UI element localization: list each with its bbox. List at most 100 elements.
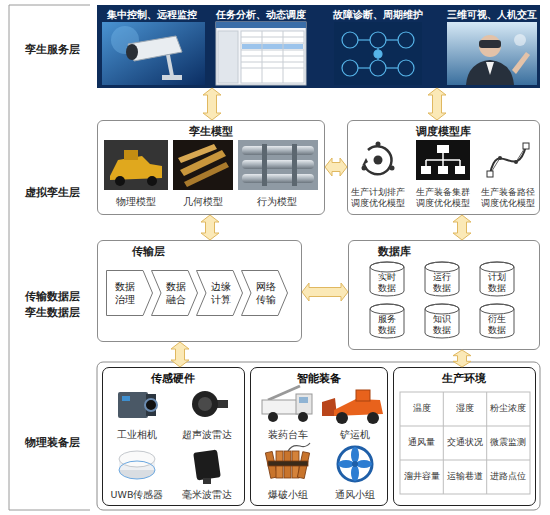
physical-model-image-part bbox=[124, 150, 138, 160]
scheduling-cycle-icon-part bbox=[364, 146, 391, 174]
node-title: 边缘计算 bbox=[210, 280, 232, 306]
diagnosis-dials bbox=[334, 22, 422, 85]
vr-operator-photo-part bbox=[486, 62, 494, 75]
process-chevron: 边缘计算 bbox=[196, 270, 243, 316]
layer-label: 孪生服务层 bbox=[12, 43, 92, 57]
diagnosis-dials-part bbox=[377, 48, 378, 50]
node-title: 数据库 bbox=[359, 245, 429, 259]
blasting-charges-image-part bbox=[268, 461, 308, 466]
node-title: 服务 数据 bbox=[377, 314, 397, 336]
layer-frame bbox=[9, 5, 90, 510]
node-title: 数据治理 bbox=[114, 280, 136, 306]
ventilation-fan-image-part bbox=[351, 465, 359, 481]
mmwave-radar-image-part bbox=[193, 449, 221, 480]
node-title: 传输层 bbox=[108, 245, 188, 259]
behavior-model-image-part bbox=[262, 144, 267, 186]
ventilation-fan-image-part bbox=[338, 447, 372, 481]
node-title: 调度模型库 bbox=[348, 125, 539, 139]
environment-table-grid-part bbox=[400, 426, 530, 427]
path-curve-icon-part bbox=[487, 171, 493, 177]
scheduling-cycle-icon-part bbox=[376, 142, 381, 147]
node-title: 传感硬件 bbox=[103, 372, 243, 386]
blasting-charges-image-part bbox=[297, 452, 309, 479]
dispatch-screenshot-part bbox=[241, 62, 304, 63]
blasting-charges-image-part bbox=[276, 451, 283, 478]
cylinder-body bbox=[425, 262, 459, 296]
table-cell: 进路点位 bbox=[487, 471, 530, 482]
layer-label: 物理装备层 bbox=[12, 436, 92, 450]
cluster-hierarchy-icon-part bbox=[442, 153, 444, 160]
layer-label: 孪生数据层 bbox=[12, 306, 92, 320]
data-cylinder: 衍生 数据 bbox=[479, 303, 515, 339]
dispatch-screenshot-part bbox=[241, 50, 304, 51]
ventilation-fan-image-part bbox=[351, 447, 359, 463]
charging-truck-image-part bbox=[262, 400, 298, 414]
loader-image-part bbox=[356, 390, 370, 401]
path-curve-icon-part bbox=[523, 143, 529, 149]
cluster-hierarchy-icon-part bbox=[421, 166, 431, 174]
chevron-outline bbox=[107, 271, 153, 316]
table-cell: 运输巷道 bbox=[443, 471, 486, 482]
data-cylinder: 服务 数据 bbox=[369, 303, 405, 339]
node-title: 衍生 数据 bbox=[487, 314, 507, 336]
layer-label: 传输数据层 bbox=[12, 290, 92, 304]
monitor-photo-part bbox=[162, 75, 182, 80]
diagnosis-dials-part bbox=[334, 22, 422, 85]
node-text: 三维可视、人机交互 bbox=[445, 8, 539, 21]
industrial-camera-image-part bbox=[122, 396, 130, 401]
charging-truck-image-part bbox=[296, 394, 312, 414]
diagnosis-dials-part bbox=[377, 58, 378, 60]
vr-operator-photo bbox=[447, 22, 537, 85]
table-cell: 粉尘浓度 bbox=[487, 403, 530, 414]
diagnosis-dials-part bbox=[342, 32, 358, 48]
diagnosis-dials-part bbox=[358, 39, 370, 40]
uwb-sensor-image-part bbox=[119, 451, 155, 467]
environment-group-box: 生产环境 bbox=[393, 367, 536, 506]
diagnosis-dials-part bbox=[370, 60, 386, 76]
industrial-camera-image-part bbox=[145, 399, 157, 411]
scheduling-cycle-icon-part bbox=[374, 156, 383, 165]
scheduling-cycle-icon-part bbox=[390, 166, 395, 171]
physical-model-image-part bbox=[115, 176, 125, 186]
database-box: 数据库实时 数据运行 数据计划 数据服务 数据知识 数据衍生 数据 bbox=[348, 240, 540, 350]
cluster-hierarchy-icon-part bbox=[459, 160, 461, 166]
item-caption: 装药台车 bbox=[256, 429, 320, 441]
node-title: 计划 数据 bbox=[487, 272, 507, 294]
cluster-hierarchy-icon bbox=[416, 140, 470, 180]
process-chevron: 数据融合 bbox=[151, 270, 198, 316]
scheduling-cycle-icon-part bbox=[362, 166, 367, 171]
diagnosis-dials-part bbox=[398, 60, 414, 76]
loader-image-part bbox=[334, 399, 383, 416]
item-caption: 毫米波雷达 bbox=[175, 489, 239, 501]
item-caption: 工业相机 bbox=[105, 429, 169, 441]
geometry-model-image-part bbox=[184, 162, 229, 187]
table-cell: 通风量 bbox=[400, 437, 443, 448]
vr-operator-photo-part bbox=[512, 52, 530, 74]
monitor-photo-part bbox=[128, 36, 182, 61]
diagnosis-dials-part bbox=[370, 32, 386, 48]
dispatch-screenshot-part bbox=[242, 44, 303, 49]
node-title: 生产环境 bbox=[394, 372, 534, 386]
dispatch-screenshot-part bbox=[262, 31, 263, 83]
vr-operator-photo-part bbox=[479, 35, 501, 57]
layer-label: 虚拟孪生层 bbox=[12, 186, 92, 200]
uwb-sensor-image-part bbox=[119, 461, 155, 479]
environment-table-grid bbox=[400, 392, 530, 494]
table-cell: 微震监测 bbox=[487, 437, 530, 448]
environment-table-grid-part bbox=[486, 392, 487, 494]
path-curve-icon-part bbox=[514, 160, 518, 164]
physical-model-image-part bbox=[110, 156, 162, 180]
node-title: 知识 数据 bbox=[432, 314, 452, 336]
uwb-sensor-image-part bbox=[119, 461, 155, 479]
process-chevron: 数据治理 bbox=[106, 270, 153, 316]
dispatch-screenshot-part bbox=[216, 22, 306, 85]
charging-truck-image-part bbox=[299, 397, 308, 403]
ultrasonic-radar-image-part bbox=[198, 397, 212, 411]
ventilation-fan-image-part bbox=[356, 460, 372, 468]
loader-image bbox=[322, 390, 383, 424]
chevron-outline bbox=[197, 271, 243, 316]
process-chevron-outline bbox=[196, 270, 243, 316]
vr-operator-photo-part bbox=[447, 22, 537, 85]
item-caption: 生产装备路径 调度优化模型 bbox=[479, 187, 537, 209]
uwb-sensor-image-part bbox=[119, 459, 155, 470]
